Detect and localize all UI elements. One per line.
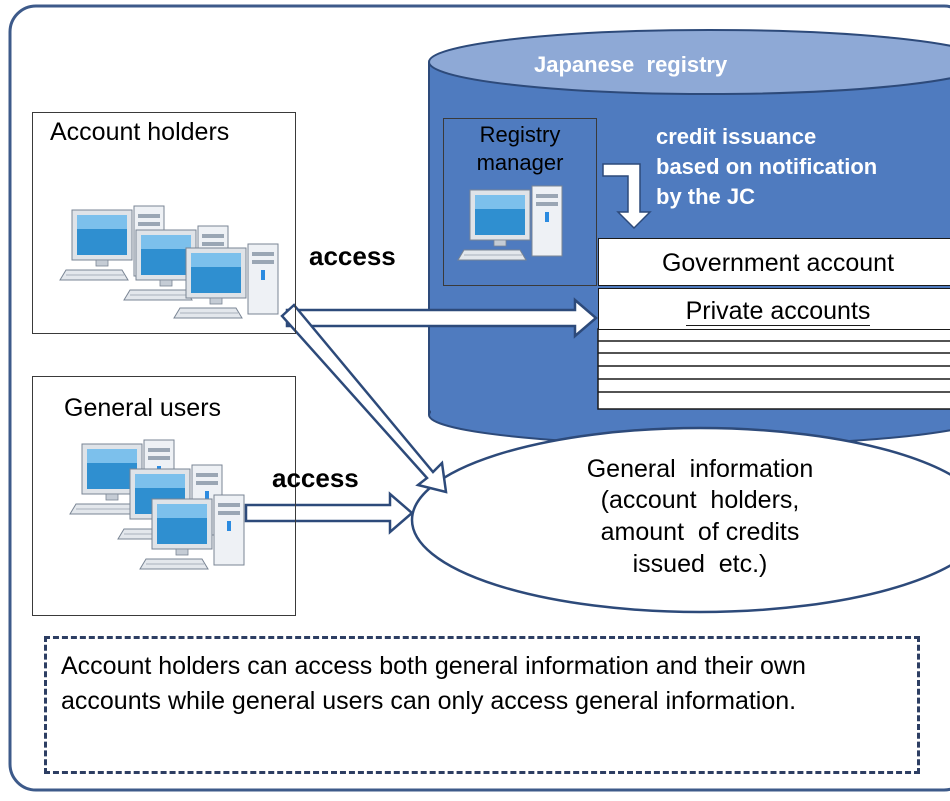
account-holders-title: Account holders [50,118,230,146]
users-access-label: access [272,463,359,493]
issuance-note-line2: based on notification [656,154,878,179]
registry-manager-box [443,118,597,286]
private-accounts-label: Private accounts [685,297,871,326]
general-info-line2: (account holders, [600,486,800,514]
government-account-label: Government account [661,249,895,277]
note-text: Account holders can access both general … [61,652,806,715]
general-info-line3: amount of credits [600,518,800,546]
registry-manager-label-line2: manager [476,150,564,175]
note-box: Account holders can access both general … [44,636,920,774]
access-arrow-holders-to-info [280,303,448,494]
general-info-line4: issued etc.) [632,550,768,578]
registry-title: Japanese registry [534,52,728,77]
holders-access-label: access [309,241,396,271]
issuance-arrow [602,163,652,230]
general-info-line1: General information [586,455,814,483]
access-arrow-holders-to-registry [285,297,598,339]
registry-manager-label-line1: Registry [479,122,561,147]
general-users-box [32,376,296,616]
general-users-title: General users [64,394,222,422]
general-information-ellipse [410,426,950,614]
government-account-row: Government account [598,238,950,286]
blank-account-rows [597,328,950,410]
access-arrow-users-to-info [244,491,414,535]
private-accounts-row: Private accounts [598,288,950,330]
account-holders-box [32,112,296,334]
issuance-note-line3: by the JC [656,184,756,209]
issuance-note-line1: credit issuance [656,124,817,149]
